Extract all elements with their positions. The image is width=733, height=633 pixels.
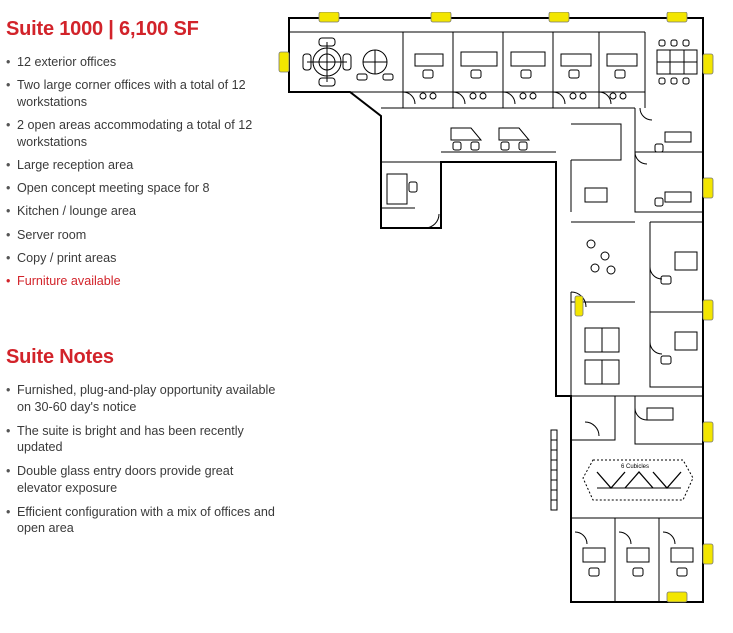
- suite-feature-list: 12 exterior offices Two large corner off…: [6, 54, 281, 297]
- list-item: Two large corner offices with a total of…: [6, 77, 281, 110]
- list-item: The suite is bright and has been recentl…: [6, 423, 281, 456]
- list-item: Large reception area: [6, 157, 281, 174]
- list-item: 2 open areas accommodating a total of 12…: [6, 117, 281, 150]
- window-markers: [278, 12, 714, 603]
- list-item: 12 exterior offices: [6, 54, 281, 71]
- outer-walls: [288, 17, 704, 603]
- cubicle-cluster: 6 Cubicles: [582, 459, 694, 501]
- conference-cluster: [302, 37, 394, 87]
- furniture-available-item: Furniture available: [6, 273, 281, 290]
- cubicles-label: 6 Cubicles: [621, 464, 649, 470]
- list-item: Open concept meeting space for 8: [6, 180, 281, 197]
- suite-notes-list: Furnished, plug-and-play opportunity ava…: [6, 382, 281, 544]
- list-item: Furnished, plug-and-play opportunity ava…: [6, 382, 281, 415]
- list-item: Kitchen / lounge area: [6, 203, 281, 220]
- notes-title: Suite Notes: [6, 346, 114, 368]
- list-item: Server room: [6, 227, 281, 244]
- list-item: Double glass entry doors provide great e…: [6, 463, 281, 496]
- list-item: Efficient configuration with a mix of of…: [6, 504, 281, 537]
- list-item: Copy / print areas: [6, 250, 281, 267]
- office-furniture: [386, 39, 698, 577]
- floor-plan: 6 Cubicles: [278, 12, 714, 603]
- suite-title: Suite 1000 | 6,100 SF: [6, 18, 199, 40]
